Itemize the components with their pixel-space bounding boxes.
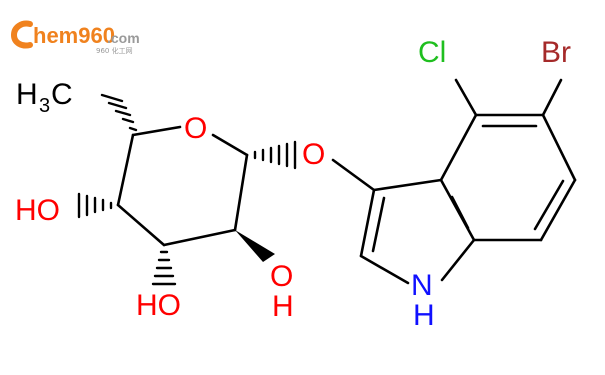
hash-c3-oh [151,250,177,286]
bond-c1-c2 [233,153,249,232]
bond-c4-c5 [116,133,135,207]
bond-n1-c7a [440,238,476,282]
bond-c5-c6 [541,113,577,182]
atom-ring-oxygen: O [184,112,207,145]
bond-c3-c2 [359,188,376,258]
atom-methyl-c: C [51,78,73,111]
atom-methyl-h: H [16,78,38,111]
hashed-bonds [77,93,297,286]
hash-c5-ch3 [100,93,138,132]
bond-c3-c2-inner [371,196,386,253]
indole-bonds [331,78,577,285]
bond-c6-c7 [539,178,577,242]
atom-nitrogen-h: H [413,299,435,332]
atom-chlorine: Cl [418,36,446,69]
hydroxyl-right: O H [270,260,294,323]
bond-c3a-c3 [372,178,443,192]
bond-c4-cl [454,78,478,117]
bond-c5-br [541,78,563,117]
logo-subtitle: 960 化工网 [96,46,133,55]
logo-brand: hem960 [33,23,115,48]
indole-nh: N H [411,269,435,332]
atom-hydroxyl-left: HO [15,194,60,227]
bond-c2-n1 [359,254,410,285]
atom-hydroxyl-right-h: H [272,290,294,323]
chem960-logo: hem960 .com 960 化工网 [10,20,140,55]
bond-c5-o5 [131,125,182,137]
methyl-group: H 3 C [16,78,73,117]
bond-c3-c4 [116,203,166,247]
atom-methyl-sub: 3 [39,95,50,117]
hash-c4-oh [77,192,113,219]
bond-c3-o [331,158,376,192]
bond-c7a-c3a-inner [450,195,470,230]
bond-c6-c7-inner [533,179,565,231]
bond-c3a-c4 [439,113,478,182]
logo-c-mark [10,20,33,49]
hash-c1-o [253,140,297,170]
atom-glycosidic-oxygen: O [302,138,325,171]
atom-hydroxyl-bottom: HO [136,289,181,322]
logo-domain: .com [107,30,140,46]
wedge-c2-oh [235,230,275,262]
sugar-bonds [116,125,249,247]
atom-nitrogen: N [411,269,433,302]
atom-bromine: Br [541,36,571,69]
bond-c2-c3 [162,228,237,247]
atom-hydroxyl-right-o: O [270,260,293,293]
bond-o5-c1 [211,133,249,157]
